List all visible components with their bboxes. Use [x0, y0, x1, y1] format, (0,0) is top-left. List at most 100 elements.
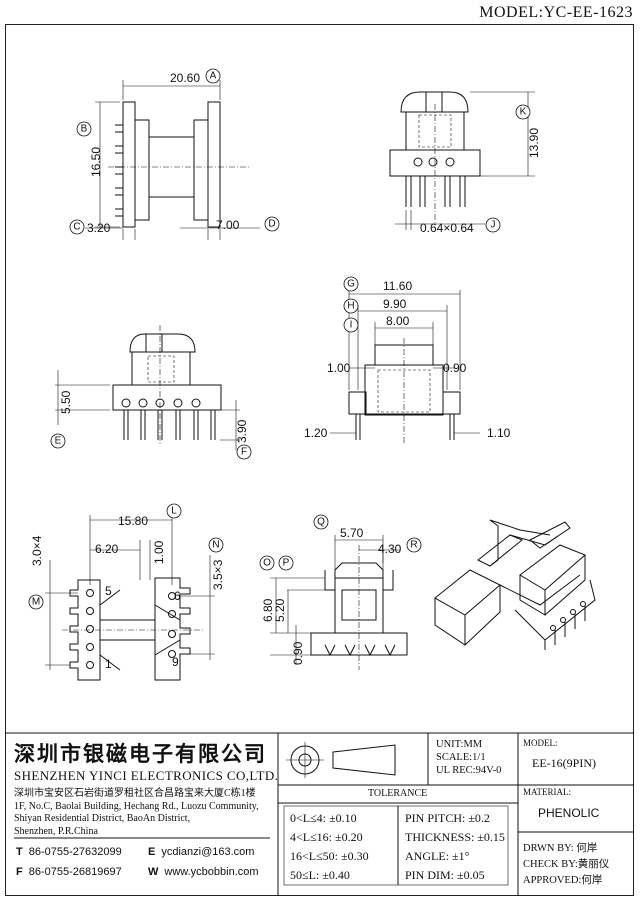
tag-l: L: [171, 506, 177, 517]
tag-o: O: [263, 558, 271, 569]
dim-b-value: 16.50: [89, 147, 103, 177]
thickness-tol: THICKNESS: ±0.15: [405, 830, 505, 844]
tag-j: J: [491, 220, 496, 231]
dim-pitch-left: 3.0×4: [30, 535, 44, 566]
tag-b-circle: [76, 121, 92, 137]
title-block-grid: [5, 732, 634, 896]
tel-value: 86-0755-27632099: [28, 846, 122, 858]
company-name-en: SHENZHEN YINCI ELECTRONICS CO,LTD.: [14, 768, 279, 783]
dim-e-value: 5.50: [59, 390, 73, 414]
front-view-middle-left: [55, 325, 240, 450]
angle-tol: ANGLE: ±1°: [405, 849, 470, 863]
tag-q: Q: [317, 517, 325, 528]
tag-k-circle: [515, 104, 531, 120]
tag-g: G: [347, 279, 355, 290]
pin-pitch-tol: PIN PITCH: ±0.2: [405, 811, 490, 825]
tag-k: K: [520, 107, 527, 118]
email-value[interactable]: ycdianzi@163.com: [161, 846, 255, 858]
address-en-line1: 1F, No.C, Baolai Building, Hechang Rd., …: [14, 800, 259, 812]
tag-f-circle: [236, 444, 252, 460]
dim-left-wall: 1.00: [327, 361, 351, 375]
front-view-top-left: [85, 80, 260, 240]
drawn-by: DRWN BY: 何岸: [523, 843, 598, 854]
tag-m: M: [32, 597, 40, 608]
tag-i: I: [350, 320, 353, 331]
tol-row-4: 50≤L: ±0.40: [290, 868, 350, 882]
dim-l-value: 15.80: [118, 514, 148, 528]
tag-d-circle: [264, 216, 280, 232]
tag-m-circle: [28, 594, 44, 610]
tag-o-circle: [259, 555, 275, 571]
dim-left-offset: 6.20: [95, 542, 119, 556]
tol-row-1: 0<L≤4: ±0.10: [290, 811, 357, 825]
web-label: W: [148, 866, 159, 878]
isometric-view: [434, 519, 596, 650]
material-value: PHENOLIC: [538, 806, 600, 820]
tag-j-circle: [485, 217, 501, 233]
unit-label: UNIT:MM: [436, 739, 483, 750]
tel-row: T 86-0755-27632099: [16, 846, 122, 858]
tag-r-circle: [406, 537, 422, 553]
model-label: MODEL:: [523, 738, 558, 748]
dim-h-value: 9.90: [383, 297, 407, 311]
tag-n: N: [212, 540, 219, 551]
address-en-line2: Shiyan Residential District, BaoAn Distr…: [14, 813, 191, 824]
tag-p: P: [283, 558, 290, 569]
tag-r: R: [410, 540, 417, 551]
scale-label: SCALE:1/1: [436, 752, 486, 763]
address-en-line3: Shenzhen, P.R.China: [14, 825, 98, 837]
tol-row-3: 16<L≤50: ±0.30: [290, 849, 369, 863]
dim-g-value: 11.60: [383, 279, 412, 293]
tag-i-circle: [343, 317, 359, 333]
tag-b: B: [81, 124, 88, 135]
model-title: MODEL:YC-EE-1623: [479, 4, 633, 21]
tag-e: E: [55, 436, 62, 447]
tag-c-circle: [69, 219, 85, 235]
dim-c-value: 3.20: [87, 221, 111, 235]
dim-q-value: 5.70: [340, 526, 364, 540]
dim-p-value: 5.20: [273, 598, 287, 622]
bottom-view-left: [45, 515, 215, 681]
dim-f-value: 3.90: [235, 419, 249, 443]
dim-right-wall: 0.90: [443, 361, 467, 375]
pin-5-label: 5: [105, 584, 112, 598]
tel-label: T: [16, 846, 23, 858]
company-name-cn: 深圳市银磁电子有限公司: [14, 741, 267, 766]
projection-symbol-icon: [286, 742, 396, 778]
tol-row-2: 4<L≤16: ±0.20: [290, 830, 363, 844]
drawing-sheet-border: [5, 24, 634, 896]
check-by: CHECK BY:黄丽仪: [523, 859, 610, 870]
dim-i-value: 8.00: [386, 314, 410, 328]
fax-label: F: [16, 866, 23, 878]
pin-1-label: 1: [105, 657, 112, 671]
dim-k-value: 13.90: [527, 128, 541, 158]
tag-p-circle: [278, 555, 294, 571]
dim-gap: 1.00: [152, 540, 166, 564]
ul-rec-label: UL REC:94V-0: [436, 765, 502, 776]
material-label: MATERIAL:: [523, 787, 571, 797]
tag-f: F: [241, 447, 247, 458]
tag-d: D: [268, 219, 275, 230]
dim-d-value: 7.00: [216, 218, 240, 232]
web-value[interactable]: www.ycbobbin.com: [164, 866, 259, 878]
model-value: EE-16(9PIN): [532, 756, 596, 770]
side-view-top-right: [389, 91, 535, 230]
end-view-bottom-middle: [270, 535, 408, 670]
tag-c: C: [73, 222, 80, 233]
pin-9-label: 9: [172, 655, 179, 669]
tag-g-circle: [343, 276, 359, 292]
tag-h: H: [347, 301, 354, 312]
tag-n-circle: [208, 537, 224, 553]
fax-value: 86-0755-26819697: [28, 866, 122, 878]
dim-pitch-right: 3.5×3: [211, 559, 225, 590]
dim-r-value: 4.30: [378, 542, 402, 556]
tag-e-circle: [50, 433, 66, 449]
tolerance-title: TOLERANCE: [368, 788, 428, 799]
approved-by: APPROVED:何岸: [523, 875, 603, 886]
dim-right-pin: 1.10: [487, 426, 511, 440]
dim-o-value: 6.80: [261, 598, 275, 622]
tag-a-circle: [205, 68, 221, 84]
